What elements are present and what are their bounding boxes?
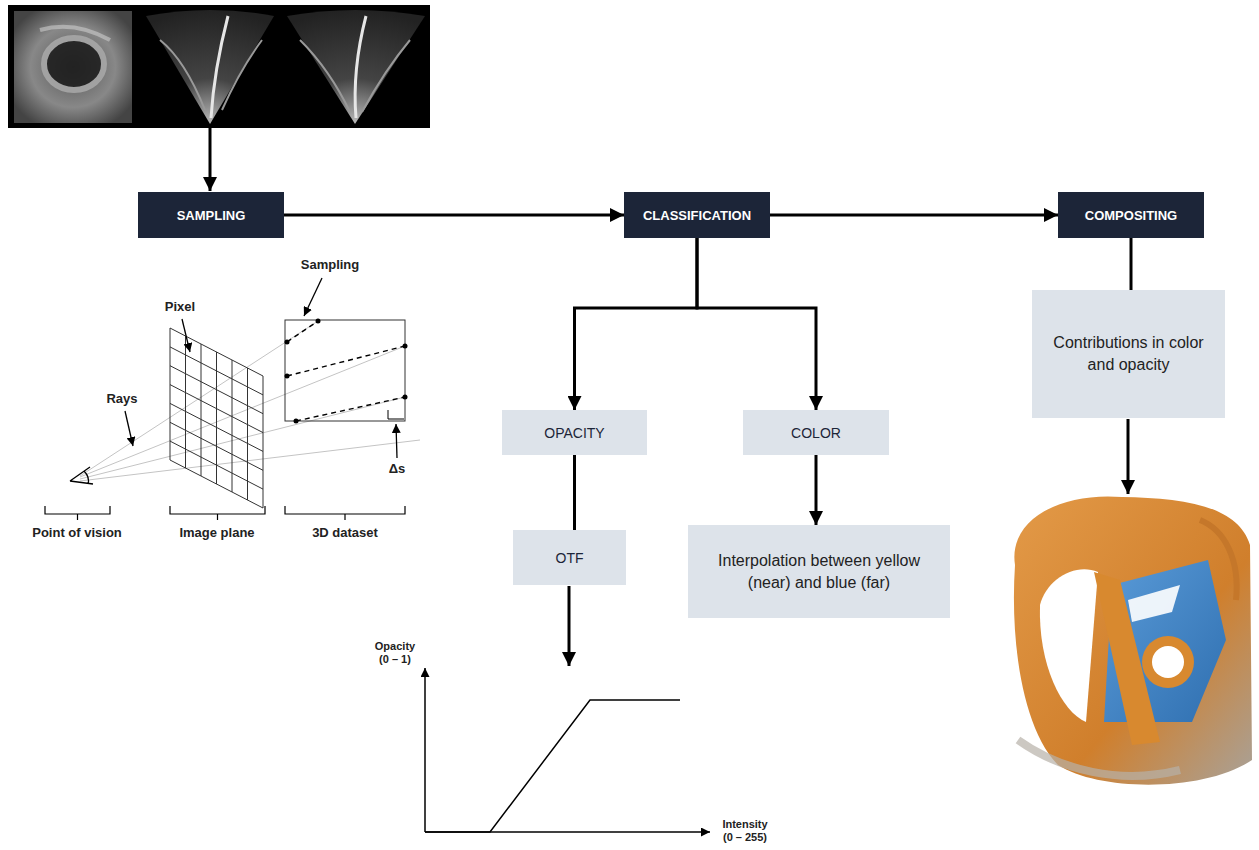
node-text: OPACITY — [544, 425, 604, 441]
node-text: Contributions in color and opacity — [1050, 332, 1207, 375]
connector — [770, 214, 1058, 217]
flow-arrow — [210, 128, 1128, 666]
node-text: SAMPLING — [177, 208, 246, 223]
process-box: OPACITY — [502, 410, 647, 455]
description-box: Interpolation between yellow (near) and … — [688, 525, 950, 618]
annotation-label: Pixel — [165, 299, 195, 315]
stage-box: SAMPLING — [138, 192, 284, 238]
volume-rendering — [1014, 496, 1252, 784]
annotation-label: Image plane — [179, 525, 254, 541]
description-box: Contributions in color and opacity — [1032, 290, 1225, 418]
connector — [575, 238, 698, 410]
process-box: OTF — [513, 530, 626, 585]
annotation-label: 3D dataset — [312, 525, 378, 541]
node-text: OTF — [556, 550, 584, 566]
stage-box: CLASSIFICATION — [624, 192, 770, 238]
otf-chart — [425, 668, 710, 832]
connector — [697, 238, 816, 410]
stage-box: COMPOSITING — [1058, 192, 1204, 238]
connector — [1130, 238, 1133, 290]
ultrasound-images — [8, 5, 430, 128]
node-text: Interpolation between yellow (near) and … — [706, 550, 932, 593]
annotation-label: Sampling — [301, 257, 360, 273]
node-text: COMPOSITING — [1085, 208, 1177, 223]
annotation-label: Rays — [106, 391, 137, 407]
annotation-label: Opacity (0 – 1) — [370, 640, 420, 666]
annotation-label: Δs — [389, 461, 406, 477]
process-box: COLOR — [743, 410, 889, 455]
annotation-label: Intensity (0 – 255) — [716, 818, 774, 844]
node-text: CLASSIFICATION — [643, 208, 751, 223]
connector — [815, 455, 818, 525]
annotation-label: Point of vision — [32, 525, 122, 541]
connector — [284, 214, 624, 217]
connector — [573, 455, 576, 530]
node-text: COLOR — [791, 425, 841, 441]
ray-casting-sketch — [45, 278, 420, 520]
